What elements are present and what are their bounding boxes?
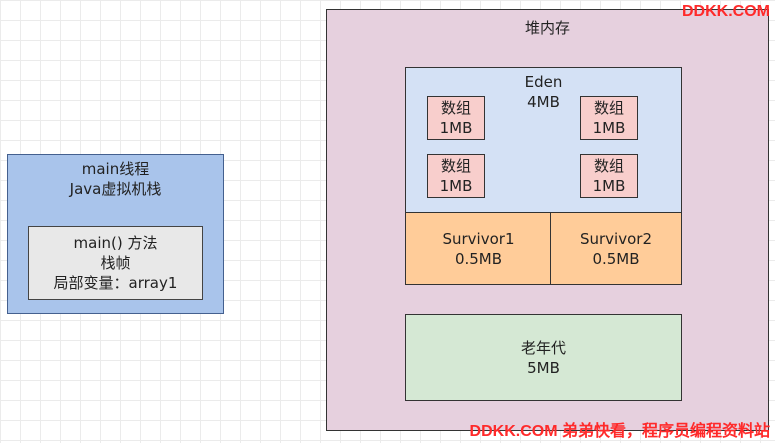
array-object: 数组 1MB — [427, 154, 485, 198]
heap-title: 堆内存 — [524, 19, 570, 37]
watermark-top: DDKK.COM — [682, 3, 770, 20]
survivor2-name: Survivor2 — [579, 229, 652, 248]
survivor2-size: 0.5MB — [592, 249, 640, 268]
watermark-bottom: DDKK.COM 弟弟快看，程序员编程资料站 — [469, 423, 770, 440]
array-label: 数组 — [593, 99, 624, 117]
stack-name: Java虚拟机栈 — [69, 180, 162, 198]
eden-label: Eden 4MB — [406, 72, 681, 112]
survivor1-box: Survivor1 0.5MB — [405, 212, 552, 285]
array-size: 1MB — [592, 119, 626, 137]
old-generation-size: 5MB — [527, 358, 560, 377]
array-label: 数组 — [440, 157, 471, 175]
array-object: 数组 1MB — [580, 96, 638, 140]
eden-size: 4MB — [527, 93, 560, 111]
eden-name: Eden — [524, 73, 563, 91]
array-size: 1MB — [439, 119, 473, 137]
old-generation-name: 老年代 — [520, 338, 566, 357]
survivor1-size: 0.5MB — [454, 249, 503, 268]
jvm-stack-title: main线程 Java虚拟机栈 — [8, 159, 223, 199]
survivor2-box: Survivor2 0.5MB — [550, 212, 682, 285]
array-label: 数组 — [593, 157, 624, 175]
array-size: 1MB — [439, 177, 473, 195]
stack-frame-box: main() 方法 栈帧 局部变量：array1 — [28, 226, 203, 300]
old-generation-box: 老年代 5MB — [405, 314, 682, 401]
array-size: 1MB — [592, 177, 626, 195]
survivor1-name: Survivor1 — [442, 229, 515, 248]
thread-name: main线程 — [81, 160, 150, 178]
frame-local-variable: 局部变量：array1 — [53, 274, 178, 292]
array-object: 数组 1MB — [427, 96, 485, 140]
array-label: 数组 — [440, 99, 471, 117]
array-object: 数组 1MB — [580, 154, 638, 198]
frame-method: main() 方法 — [73, 234, 158, 252]
frame-label: 栈帧 — [100, 254, 131, 272]
